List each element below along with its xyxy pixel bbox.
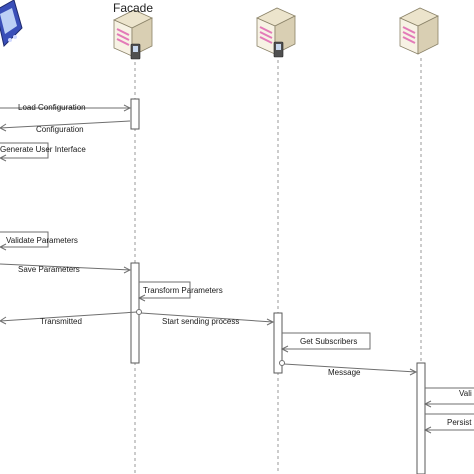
activation-bar (416, 362, 426, 474)
message-label: Start sending process (162, 317, 239, 326)
arrowhead (0, 154, 7, 162)
message-label: Transmitted (40, 317, 82, 326)
arrowhead (123, 266, 132, 274)
return-arrow (0, 311, 138, 322)
message-label: Get Subscribers (300, 337, 357, 346)
pda-device-icon (0, 0, 23, 47)
arrowhead (409, 368, 418, 376)
message-origin-dot (279, 360, 285, 366)
arrowhead (266, 318, 275, 326)
self-message-arrow (0, 231, 49, 248)
arrowhead (123, 104, 132, 112)
arrowhead (137, 294, 146, 302)
activation-bar (273, 312, 283, 374)
message-label: Generate User Interface (0, 145, 86, 154)
message-label: Save Parameters (18, 265, 80, 274)
server-icon (256, 7, 296, 58)
message-label: Load Configuration (18, 103, 86, 112)
arrowhead (423, 426, 432, 434)
return-arrow (0, 120, 131, 129)
arrowhead (423, 400, 432, 408)
self-message-arrow (282, 332, 371, 350)
message-arrow (140, 312, 274, 323)
message-label: Transform Parameters (143, 286, 223, 295)
message-label: Configuration (36, 125, 84, 134)
self-message-arrow (139, 281, 191, 299)
server-icon (399, 7, 439, 55)
participant-title: Facade (113, 1, 153, 15)
message-label: Vali (459, 389, 472, 398)
self-message-arrow (0, 142, 49, 159)
arrowhead (280, 345, 289, 353)
arrowhead (0, 316, 7, 325)
message-label: Message (328, 368, 361, 377)
arrowhead (0, 123, 7, 132)
message-arrow (283, 363, 417, 373)
activation-bar (130, 98, 140, 130)
facade-server-icon (113, 9, 153, 60)
message-origin-dot (136, 309, 142, 315)
message-label: Persist (447, 418, 472, 427)
message-label: Validate Parameters (6, 236, 78, 245)
message-arrow (0, 263, 131, 271)
arrowhead (0, 243, 7, 251)
